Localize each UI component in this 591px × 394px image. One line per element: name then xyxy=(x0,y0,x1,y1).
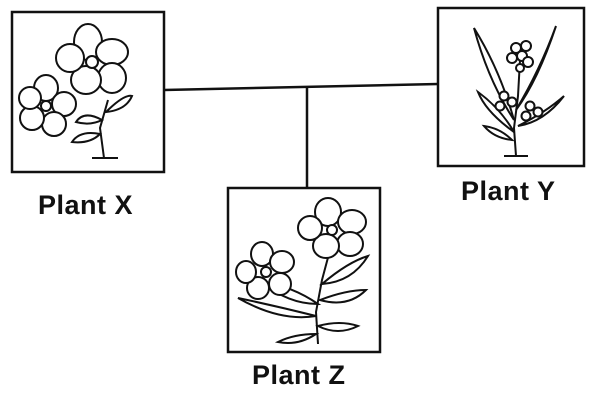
plant-x-label: Plant X xyxy=(38,190,133,221)
plant-y-box xyxy=(438,8,584,166)
plant-y-frame xyxy=(438,8,584,166)
plant-y-label: Plant Y xyxy=(461,176,556,207)
connector-x-y xyxy=(164,84,438,90)
connector-lines xyxy=(164,84,438,188)
plant-z-label: Plant Z xyxy=(252,360,346,391)
plant-x-box xyxy=(12,12,164,172)
plant-z-box xyxy=(228,188,380,352)
